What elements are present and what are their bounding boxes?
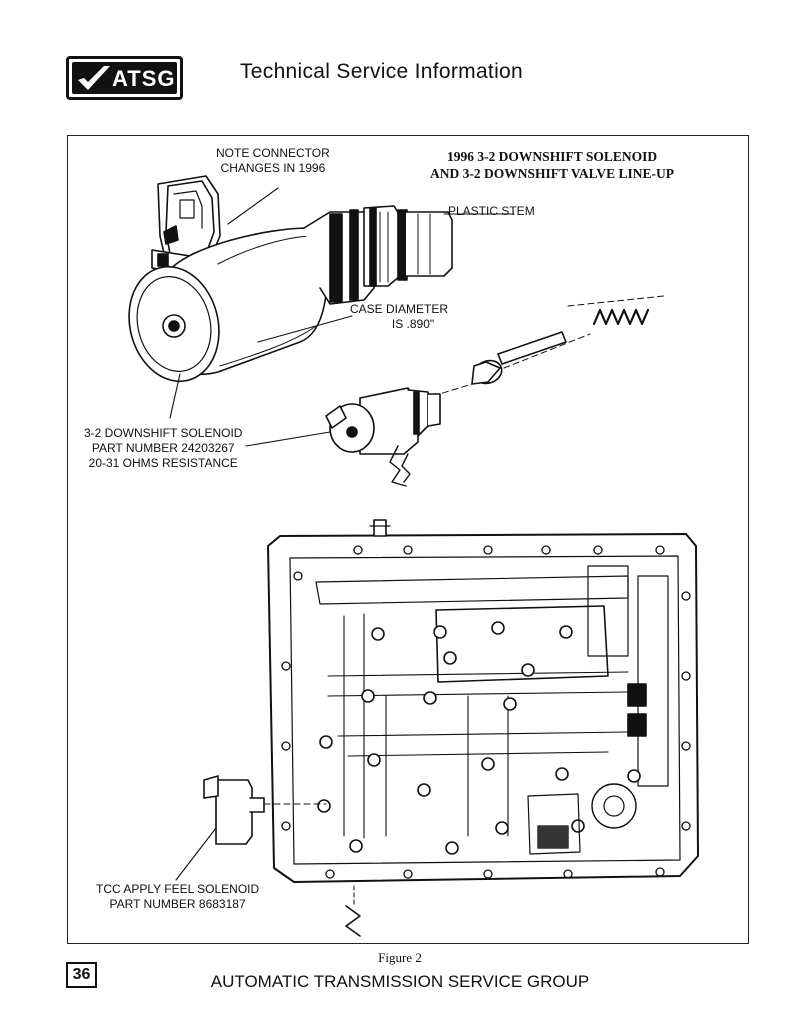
figure-frame: 1996 3-2 DOWNSHIFT SOLENOID AND 3-2 DOWN…: [67, 135, 749, 944]
callout-solenoid-line3: 20-31 OHMS RESISTANCE: [88, 456, 238, 470]
page-number: 36: [66, 962, 97, 988]
callout-connector: NOTE CONNECTOR CHANGES IN 1996: [216, 146, 330, 176]
footer-text: AUTOMATIC TRANSMISSION SERVICE GROUP: [210, 972, 590, 991]
valve-body-drawing: [203, 519, 699, 937]
callout-plastic-stem: PLASTIC STEM: [448, 204, 535, 219]
callout-solenoid-line1: 3-2 DOWNSHIFT SOLENOID: [84, 426, 243, 440]
callout-case-line1: CASE DIAMETER: [350, 302, 449, 316]
figure-title-line1: 1996 3-2 DOWNSHIFT SOLENOID: [446, 149, 658, 164]
callout-plastic-stem-text: PLASTIC STEM: [448, 204, 535, 218]
callout-downshift-solenoid: 3-2 DOWNSHIFT SOLENOID PART NUMBER 24203…: [84, 426, 242, 471]
figure-title: 1996 3-2 DOWNSHIFT SOLENOID AND 3-2 DOWN…: [430, 148, 674, 182]
callout-case-line2: IS .890": [391, 317, 435, 331]
checkmark-icon: [78, 66, 110, 90]
valve-lineup-drawing: [325, 295, 665, 487]
callout-case-diameter: CASE DIAMETER IS .890": [350, 302, 448, 332]
callout-connector-line2: CHANGES IN 1996: [220, 161, 326, 175]
callout-tcc-line1: TCC APPLY FEEL SOLENOID: [96, 882, 260, 896]
page-title: Technical Service Information: [240, 60, 523, 83]
figure-caption: Figure 2: [378, 950, 422, 965]
transmission-diagram: [128, 175, 699, 937]
logo-text: ATSG: [112, 66, 176, 91]
solenoid-large-drawing: [128, 175, 453, 383]
callout-solenoid-line2: PART NUMBER 24203267: [91, 441, 235, 455]
callout-tcc-solenoid: TCC APPLY FEEL SOLENOID PART NUMBER 8683…: [96, 882, 259, 912]
figure-title-line2: AND 3-2 DOWNSHIFT VALVE LINE-UP: [430, 166, 675, 181]
callout-connector-line1: NOTE CONNECTOR: [216, 146, 330, 160]
leader-lines: [169, 187, 515, 881]
callout-tcc-line2: PART NUMBER 8683187: [109, 897, 246, 911]
atsg-logo: ATSG: [66, 56, 183, 100]
